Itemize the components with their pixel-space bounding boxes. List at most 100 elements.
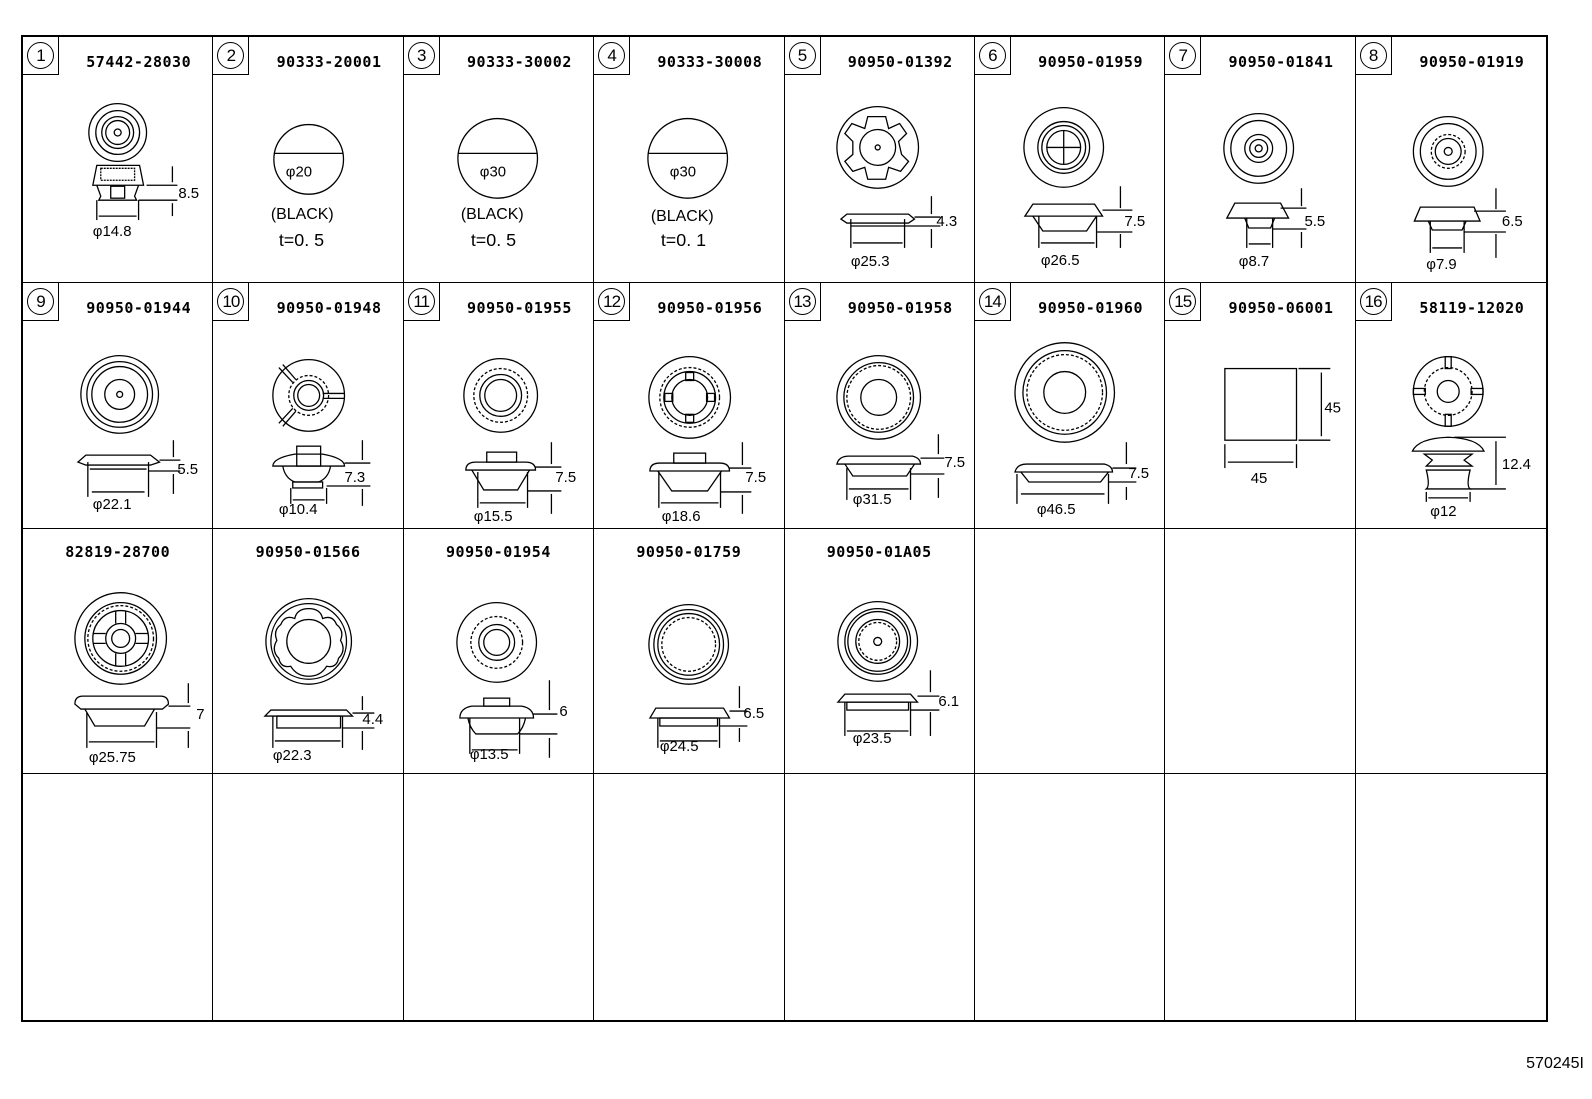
part-number: 90950-01948: [276, 298, 382, 317]
svg-text:φ14.8: φ14.8: [93, 223, 132, 240]
grommet-drawing-icon: 6.5 φ24.5: [648, 603, 764, 754]
part-cell-13[interactable]: 13 90950-01958 7.5 φ31.5: [784, 282, 975, 529]
svg-text:7.5: 7.5: [944, 454, 965, 471]
item-number-badge: 1: [23, 37, 59, 75]
svg-text:45: 45: [1251, 470, 1268, 487]
svg-text:φ12: φ12: [1430, 503, 1456, 520]
empty-cell: [23, 774, 214, 1020]
item-number-badge: 8: [1355, 37, 1392, 75]
part-number: 90950-01566: [255, 542, 361, 561]
part-cell-14[interactable]: 14 90950-01960 7.5 φ46.5: [974, 282, 1166, 529]
part-number: 90950-01A05: [826, 542, 932, 561]
part-cell-6[interactable]: 6 90950-01959 7.5 φ26.5: [974, 37, 1166, 283]
svg-text:12.4: 12.4: [1502, 456, 1531, 473]
part-cell-20[interactable]: 90950-01759 6.5 φ24.5: [594, 528, 785, 775]
item-number-badge: 11: [403, 282, 440, 321]
svg-text:7.3: 7.3: [345, 469, 366, 486]
svg-text:φ20: φ20: [286, 163, 312, 180]
item-number-badge: 12: [594, 282, 631, 321]
cross-grommet-drawing-icon: 7.5 φ18.6: [648, 355, 767, 525]
item-number-badge: 16: [1355, 282, 1392, 321]
svg-text:φ7.9: φ7.9: [1426, 256, 1456, 273]
grommet-drawing-icon: 7.5 φ31.5: [835, 354, 965, 508]
svg-text:7.5: 7.5: [746, 469, 767, 486]
svg-text:φ25.75: φ25.75: [89, 748, 136, 765]
svg-text:t=0. 5: t=0. 5: [471, 230, 516, 250]
part-cell-4[interactable]: 4 90333-30008 φ30 (BLACK) t=0. 1: [594, 37, 785, 283]
grommet-drawing-icon: 6.1 φ23.5: [835, 600, 959, 746]
clip-grommet-drawing-icon: 7.3 φ10.4: [272, 358, 371, 518]
part-number: 90950-01960: [1038, 298, 1143, 317]
svg-text:φ13.5: φ13.5: [470, 745, 509, 762]
item-number-badge: 5: [784, 37, 821, 75]
part-cell-15[interactable]: 15 90950-06001 45 45: [1165, 282, 1356, 529]
svg-text:(BLACK): (BLACK): [651, 208, 714, 225]
svg-text:φ10.4: φ10.4: [279, 501, 318, 518]
part-cell-3[interactable]: 3 90333-30002 φ30 (BLACK) t=0. 5: [403, 37, 595, 283]
part-cell-1[interactable]: 1 57442-28030 8.5 φ14.8: [23, 37, 214, 283]
item-number-badge: 13: [784, 282, 821, 321]
square-tape-drawing-icon: 45 45: [1224, 367, 1341, 487]
empty-cell: [785, 774, 975, 1020]
svg-text:φ22.1: φ22.1: [93, 496, 132, 513]
empty-cell: [1165, 528, 1356, 775]
cross-grommet-drawing-icon: 7 φ25.75: [74, 591, 205, 765]
svg-text:6.5: 6.5: [1502, 213, 1523, 230]
svg-text:(BLACK): (BLACK): [461, 206, 524, 223]
item-number-badge: 6: [974, 37, 1011, 75]
diagram-id: 570245I: [1526, 1055, 1584, 1072]
item-number-badge: 2: [213, 37, 250, 75]
grommet-drawing-icon: 5.5 φ8.7: [1223, 112, 1325, 270]
empty-cell: [404, 774, 595, 1020]
part-number: 90333-30008: [657, 53, 763, 71]
svg-text:7: 7: [196, 706, 204, 723]
part-cell-18[interactable]: 90950-01566 4.4 φ22.3: [213, 528, 404, 775]
svg-text:t=0. 5: t=0. 5: [279, 230, 324, 250]
part-cell-2[interactable]: 2 90333-20001 φ20 (BLACK) t=0. 5: [213, 37, 404, 283]
item-number-badge: 7: [1165, 37, 1202, 75]
seal-disc-drawing-icon: φ20 (BLACK) t=0. 5: [271, 123, 345, 250]
push-clip-drawing-icon: 12.4 φ12: [1410, 355, 1531, 520]
part-cell-21[interactable]: 90950-01A05 6.1 φ23.5: [784, 528, 975, 775]
item-number-badge: 4: [594, 37, 631, 75]
svg-text:φ31.5: φ31.5: [852, 491, 891, 508]
part-number: 90950-01955: [467, 298, 572, 317]
part-number: 90333-20001: [276, 53, 382, 71]
svg-text:φ26.5: φ26.5: [1041, 252, 1080, 269]
svg-text:φ8.7: φ8.7: [1239, 253, 1269, 270]
svg-text:7.5: 7.5: [1128, 465, 1149, 482]
empty-cell: [974, 528, 1166, 775]
part-number: 82819-28700: [65, 542, 171, 561]
part-cell-17[interactable]: 82819-28700 7 φ25.75: [23, 528, 214, 775]
cross-grommet-drawing-icon: 7.5 φ26.5: [1023, 106, 1145, 269]
seal-disc-drawing-icon: φ30 (BLACK) t=0. 5: [456, 117, 538, 250]
svg-text:6.1: 6.1: [938, 693, 959, 710]
grommet-drawing-icon: 7.5 φ15.5: [462, 357, 576, 525]
svg-text:φ30: φ30: [480, 163, 506, 180]
part-cell-19[interactable]: 90950-01954 6 φ13.5: [403, 528, 595, 775]
parts-grid: 1 57442-28030 8.5 φ14.8 2 90333-20001 φ2…: [21, 35, 1548, 1022]
part-cell-12[interactable]: 12 90950-01956 7.5 φ18.6: [594, 282, 785, 529]
part-cell-16[interactable]: 16 58119-12020 12.4 φ12: [1355, 282, 1546, 529]
part-number: 90950-01954: [446, 542, 551, 561]
empty-cell: [975, 774, 1166, 1020]
part-cell-9[interactable]: 9 90950-01944 5.5 φ22.1: [23, 282, 214, 529]
grommet-drawing-icon: 8.5 φ14.8: [88, 103, 199, 240]
svg-text:φ23.5: φ23.5: [852, 729, 891, 746]
gear-grommet-drawing-icon: 4.3 φ25.3: [835, 105, 957, 270]
part-number: 58119-12020: [1419, 298, 1525, 317]
part-number: 90950-01958: [847, 298, 953, 317]
svg-text:φ24.5: φ24.5: [660, 737, 699, 754]
svg-text:φ46.5: φ46.5: [1037, 501, 1076, 518]
part-cell-11[interactable]: 11 90950-01955 7.5 φ15.5: [403, 282, 595, 529]
part-cell-8[interactable]: 8 90950-01919 6.5 φ7.9: [1355, 37, 1546, 283]
svg-text:8.5: 8.5: [178, 185, 199, 202]
empty-cell: [213, 774, 404, 1020]
svg-text:φ30: φ30: [670, 163, 696, 180]
part-number: 90950-01956: [657, 298, 763, 317]
part-cell-5[interactable]: 5 90950-01392 4.3 φ25.3: [784, 37, 975, 283]
part-cell-10[interactable]: 10 90950-01948 7.3 φ10.4: [213, 282, 404, 529]
part-cell-7[interactable]: 7 90950-01841 5.5 φ8.7: [1165, 37, 1356, 283]
svg-text:5.5: 5.5: [177, 461, 198, 478]
grommet-drawing-icon: 6.5 φ7.9: [1412, 115, 1523, 273]
